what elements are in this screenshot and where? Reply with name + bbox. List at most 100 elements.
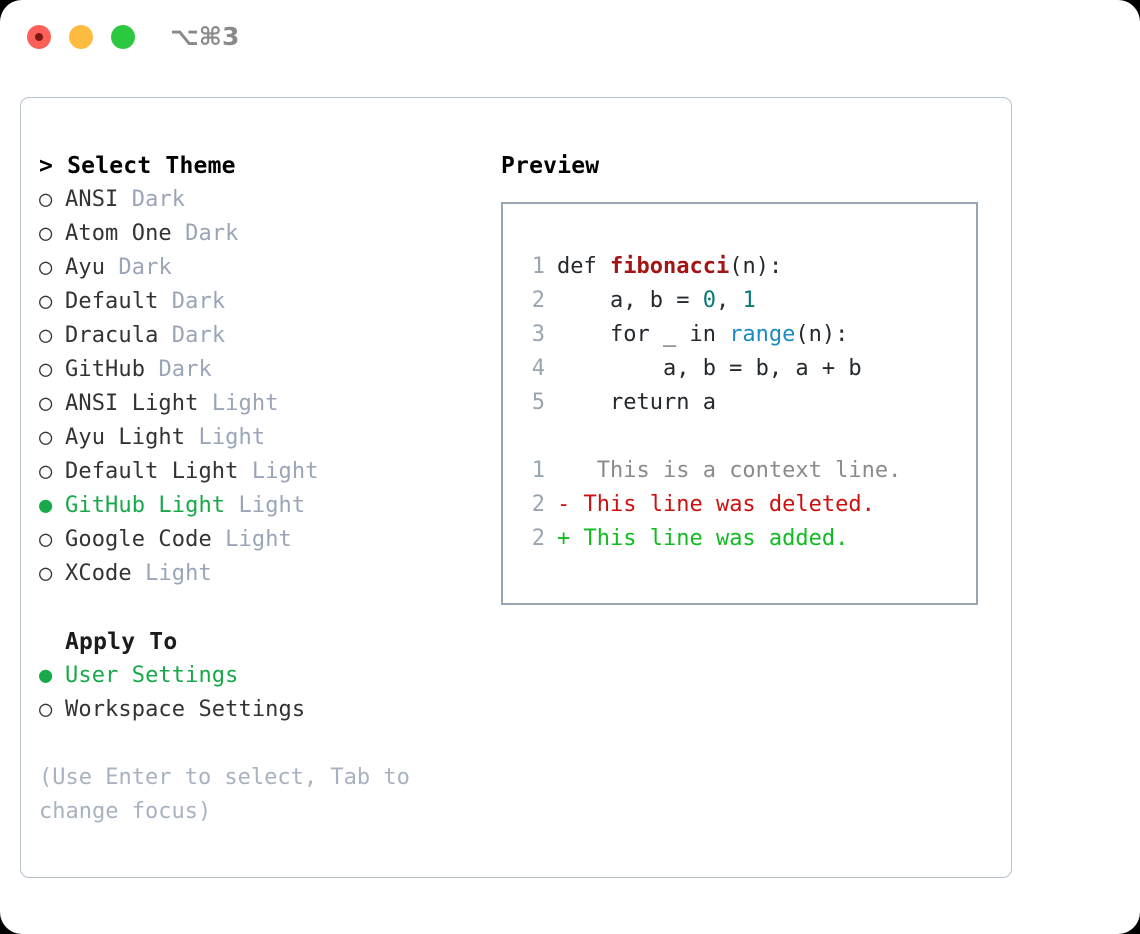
radio-unselected-icon: ○ <box>39 391 53 416</box>
apply-to-header: Apply To <box>65 629 178 655</box>
radio-selected-icon: ● <box>39 663 53 688</box>
apply-to-option-label: User Settings <box>65 663 239 688</box>
theme-option-xcode[interactable]: ○XCode Light <box>39 557 489 591</box>
theme-variant-tag: Dark <box>158 357 212 382</box>
minimize-button[interactable] <box>69 25 93 49</box>
line-number: 3 <box>531 322 545 347</box>
close-button[interactable] <box>27 25 51 49</box>
radio-unselected-icon: ○ <box>39 459 53 484</box>
theme-variant-tag: Light <box>198 425 266 450</box>
diff-text: This is a context line. <box>570 458 902 483</box>
theme-variant-tag: Light <box>225 527 292 552</box>
theme-option-default-light[interactable]: ○Default Light Light <box>39 455 489 489</box>
theme-option-label: GitHub <box>65 357 146 382</box>
apply-to-option-workspace-settings[interactable]: ○ Workspace Settings <box>39 693 489 727</box>
diff-line-added: 2 + This line was added. <box>523 522 901 556</box>
theme-variant-tag: Dark <box>171 289 226 314</box>
theme-option-label: Default <box>65 289 159 314</box>
theme-option-github-light[interactable]: ● GitHub Light Light <box>39 489 489 523</box>
theme-option-dracula[interactable]: ○Dracula Dark <box>39 319 489 353</box>
code-token-plain: return a <box>557 390 716 415</box>
diff-marker <box>557 458 570 483</box>
main-panel: > Select Theme ○ANSI Dark○Atom One Dark○… <box>20 97 1012 878</box>
theme-option-label: ANSI Light <box>65 391 199 416</box>
keyboard-hint: (Use Enter to select, Tab to change focu… <box>39 765 424 824</box>
select-theme-header: > Select Theme <box>39 153 236 179</box>
code-token-plain: a, b = b, a + b <box>557 356 862 381</box>
radio-unselected-icon: ○ <box>39 527 53 552</box>
theme-option-ayu-light[interactable]: ○ Ayu Light Light <box>39 421 489 455</box>
theme-option-ansi-light[interactable]: ○ ANSI Light Light <box>39 387 489 421</box>
theme-option-ansi[interactable]: ○ ANSI Dark <box>39 183 489 217</box>
theme-variant-tag: Light <box>211 391 279 416</box>
line-number: 2 <box>531 492 545 517</box>
diff-text: This line was deleted. <box>570 492 875 517</box>
diff-text: This line was added. <box>570 526 849 551</box>
theme-option-label: Default Light <box>65 459 239 484</box>
code-line: 1 def fibonacci(n): <box>523 250 901 284</box>
line-number: 4 <box>531 356 545 381</box>
diff-marker: - <box>557 492 571 517</box>
code-token-plain: , <box>715 288 743 313</box>
diff-line-deleted: 2- This line was deleted. <box>523 488 901 522</box>
theme-option-github[interactable]: ○ GitHub Dark <box>39 353 489 387</box>
theme-list: ○ANSI Dark○Atom One Dark○Ayu Dark○Defaul… <box>39 183 489 591</box>
theme-option-default[interactable]: ○Default Dark <box>39 285 489 319</box>
radio-selected-icon: ● <box>39 493 53 518</box>
theme-option-atom-one[interactable]: ○ Atom One Dark <box>39 217 489 251</box>
panel-columns: > Select Theme ○ANSI Dark○Atom One Dark○… <box>21 98 1011 877</box>
theme-option-label: ANSI <box>65 187 119 212</box>
code-token-call: range <box>729 322 796 347</box>
diff-line-context: 1 This is a context line. <box>523 454 902 488</box>
code-token-plain: for _ in <box>557 322 730 347</box>
apply-to-option-label: Workspace Settings <box>65 697 306 722</box>
theme-variant-tag: Light <box>145 561 212 586</box>
code-token-fn: fibonacci <box>609 254 730 279</box>
line-number: 2 <box>531 288 545 313</box>
radio-unselected-icon: ○ <box>39 357 53 382</box>
theme-option-label: GitHub Light <box>65 493 226 518</box>
code-token-plain: (n): <box>729 254 783 279</box>
code-token-plain: a, b = <box>557 288 703 313</box>
title-bar: ⌥⌘3 <box>0 0 1140 76</box>
radio-unselected-icon: ○ <box>39 187 53 212</box>
theme-variant-tag: Light <box>238 493 306 518</box>
theme-variant-tag: Dark <box>131 187 186 212</box>
code-token-num: 1 <box>742 288 756 313</box>
theme-option-label: XCode <box>65 561 132 586</box>
keyboard-shortcut-label: ⌥⌘3 <box>170 22 240 51</box>
line-number: 2 <box>531 526 545 551</box>
theme-option-label: Atom One <box>65 221 172 246</box>
apply-to-option-user-settings[interactable]: ● User Settings <box>39 659 489 693</box>
radio-unselected-icon: ○ <box>39 697 53 722</box>
radio-unselected-icon: ○ <box>39 323 53 348</box>
theme-option-ayu[interactable]: ○ Ayu Dark <box>39 251 489 285</box>
theme-variant-tag: Dark <box>118 255 172 280</box>
code-token-plain: def <box>557 254 610 279</box>
list-spacer <box>39 591 489 625</box>
radio-unselected-icon: ○ <box>39 221 53 246</box>
window-controls <box>27 25 135 49</box>
theme-option-label: Dracula <box>65 323 159 348</box>
hint-spacer <box>39 727 489 761</box>
theme-option-google-code[interactable]: ○ Google Code Light <box>39 523 489 557</box>
code-token-num: 0 <box>702 288 716 313</box>
theme-option-label: Ayu <box>65 255 106 280</box>
line-number: 1 <box>531 254 545 279</box>
code-line: 2 a, b = 0, 1 <box>523 284 901 318</box>
radio-unselected-icon: ○ <box>39 425 53 450</box>
code-line: 5 return a <box>523 386 901 420</box>
theme-option-label: Google Code <box>65 527 212 552</box>
line-number: 1 <box>531 458 545 483</box>
radio-unselected-icon: ○ <box>39 255 53 280</box>
code-token-plain: (n): <box>795 322 849 347</box>
preview-title: Preview <box>501 153 600 179</box>
theme-option-label: Ayu Light <box>65 425 186 450</box>
diff-marker: + <box>557 526 571 551</box>
zoom-button[interactable] <box>111 25 135 49</box>
theme-variant-tag: Dark <box>185 221 239 246</box>
